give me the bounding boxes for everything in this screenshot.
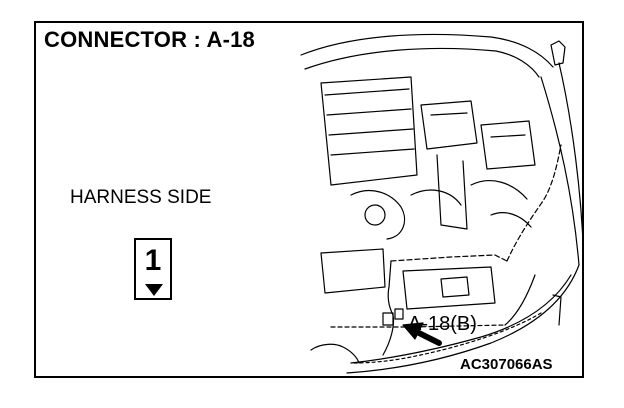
figure-id: AC307066AS bbox=[460, 356, 553, 373]
diagram-title: CONNECTOR : A-18 bbox=[44, 27, 255, 52]
connector-symbol: 1 bbox=[134, 238, 172, 300]
connector-arrow-icon bbox=[145, 284, 163, 296]
connector-number: 1 bbox=[144, 244, 162, 277]
diagram-frame: CONNECTOR : A-18 HARNESS SIDE 1 bbox=[34, 21, 584, 378]
engine-bay-drawing bbox=[300, 33, 584, 374]
connector-callout-label: A-18(B) bbox=[408, 313, 477, 335]
harness-side-label: HARNESS SIDE bbox=[70, 187, 212, 208]
